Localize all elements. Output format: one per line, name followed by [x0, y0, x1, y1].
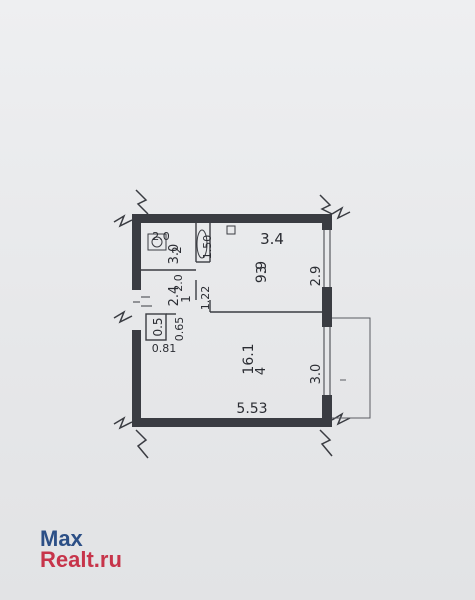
wall-left-lower [132, 330, 141, 427]
wall-right-lower [322, 395, 332, 427]
balcony-outline [332, 317, 371, 419]
bottom-dim: 5.53 [236, 401, 267, 417]
walls [132, 214, 332, 427]
partitions [141, 223, 322, 341]
bath-area: 3.0 [167, 244, 182, 265]
watermark-line-1: Max [40, 526, 83, 551]
bath-dim-b: 1.50 [201, 235, 214, 260]
room4-area: 16.1 [241, 343, 257, 374]
wall-left-upper [132, 214, 141, 290]
door-dim: 1.22 [199, 286, 212, 311]
closet-dim-c: 0.81 [152, 342, 177, 355]
room3-number: 3 [255, 266, 270, 274]
room4-number: 4 [254, 367, 269, 375]
wall-right-middle [322, 287, 332, 327]
windows [323, 230, 331, 395]
bath-dim-a: 2.0 [152, 230, 170, 243]
wall-top [132, 214, 332, 223]
watermark-line-2: Realt.ru [40, 547, 122, 572]
room3-area: 9.9 [254, 261, 270, 283]
plan-labels: 3.4 3 9.9 2.9 3.0 4 16.1 5.53 2.0 1.50 2… [151, 230, 324, 417]
wall-right-upper [322, 214, 332, 230]
bath-number: 2 [170, 246, 184, 254]
right-dim-lower: 3.0 [309, 364, 324, 385]
closet-dim-a: 0.65 [173, 317, 186, 342]
right-dim-upper: 2.9 [309, 266, 324, 287]
wall-break-marks [113, 189, 351, 459]
wall-bottom [132, 418, 332, 427]
closet-dim-b: 0.5 [151, 317, 165, 336]
hall-dim-a: 2.0 [172, 274, 185, 292]
hall-number: 1 [179, 295, 193, 303]
bath-fixtures [147, 225, 236, 259]
maxrealt-watermark-logo: Max Realt.ru [40, 526, 122, 572]
room3-dim-top: 3.4 [260, 230, 284, 248]
hall-area: 2.4 [167, 286, 182, 307]
door-marks [133, 296, 152, 307]
